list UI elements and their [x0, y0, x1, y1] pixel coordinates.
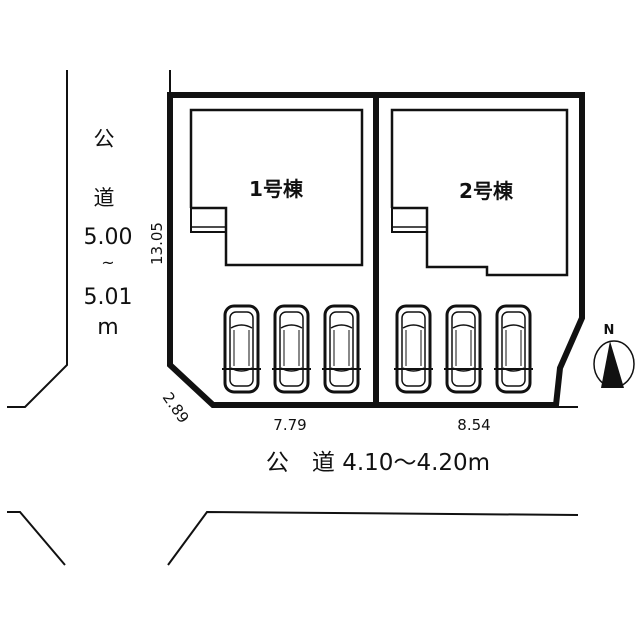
building-1-label: 1号棟	[249, 177, 304, 201]
car-icon	[272, 304, 311, 394]
west-road-width-from: 5.00	[84, 225, 133, 250]
west-road-width-to: 5.01	[84, 285, 133, 310]
north-arrow-icon	[601, 341, 624, 388]
compass-north-label: N	[604, 323, 615, 338]
north-compass: N	[593, 323, 635, 388]
south-road-far-edge-right	[167, 510, 579, 566]
south-road-label: 公 道 4.10～4.20m	[266, 450, 490, 476]
south-road-far-edge-left	[7, 511, 66, 566]
car-icon	[444, 304, 483, 394]
building-2-label: 2号棟	[459, 179, 514, 203]
parking-area	[222, 304, 533, 394]
dimension-lot2-frontage: 8.54	[457, 416, 490, 434]
car-icon	[394, 304, 433, 394]
west-road-edge	[7, 70, 68, 408]
lot-boundary	[167, 92, 585, 408]
west-road-unit: m	[97, 315, 118, 340]
dimension-lot1-frontage: 7.79	[273, 416, 306, 434]
west-road-label-2: 道	[94, 186, 115, 210]
west-road-label-1: 公	[94, 127, 115, 151]
building-1: 1号棟	[189, 108, 364, 267]
car-icon	[322, 304, 361, 394]
building-2: 2号棟	[390, 108, 569, 277]
dimension-corner-cut: 2.89	[159, 389, 193, 427]
dimension-west-side: 13.05	[148, 222, 166, 265]
car-icon	[222, 304, 261, 394]
west-road-tilde: ~	[101, 253, 114, 272]
car-icon	[494, 304, 533, 394]
